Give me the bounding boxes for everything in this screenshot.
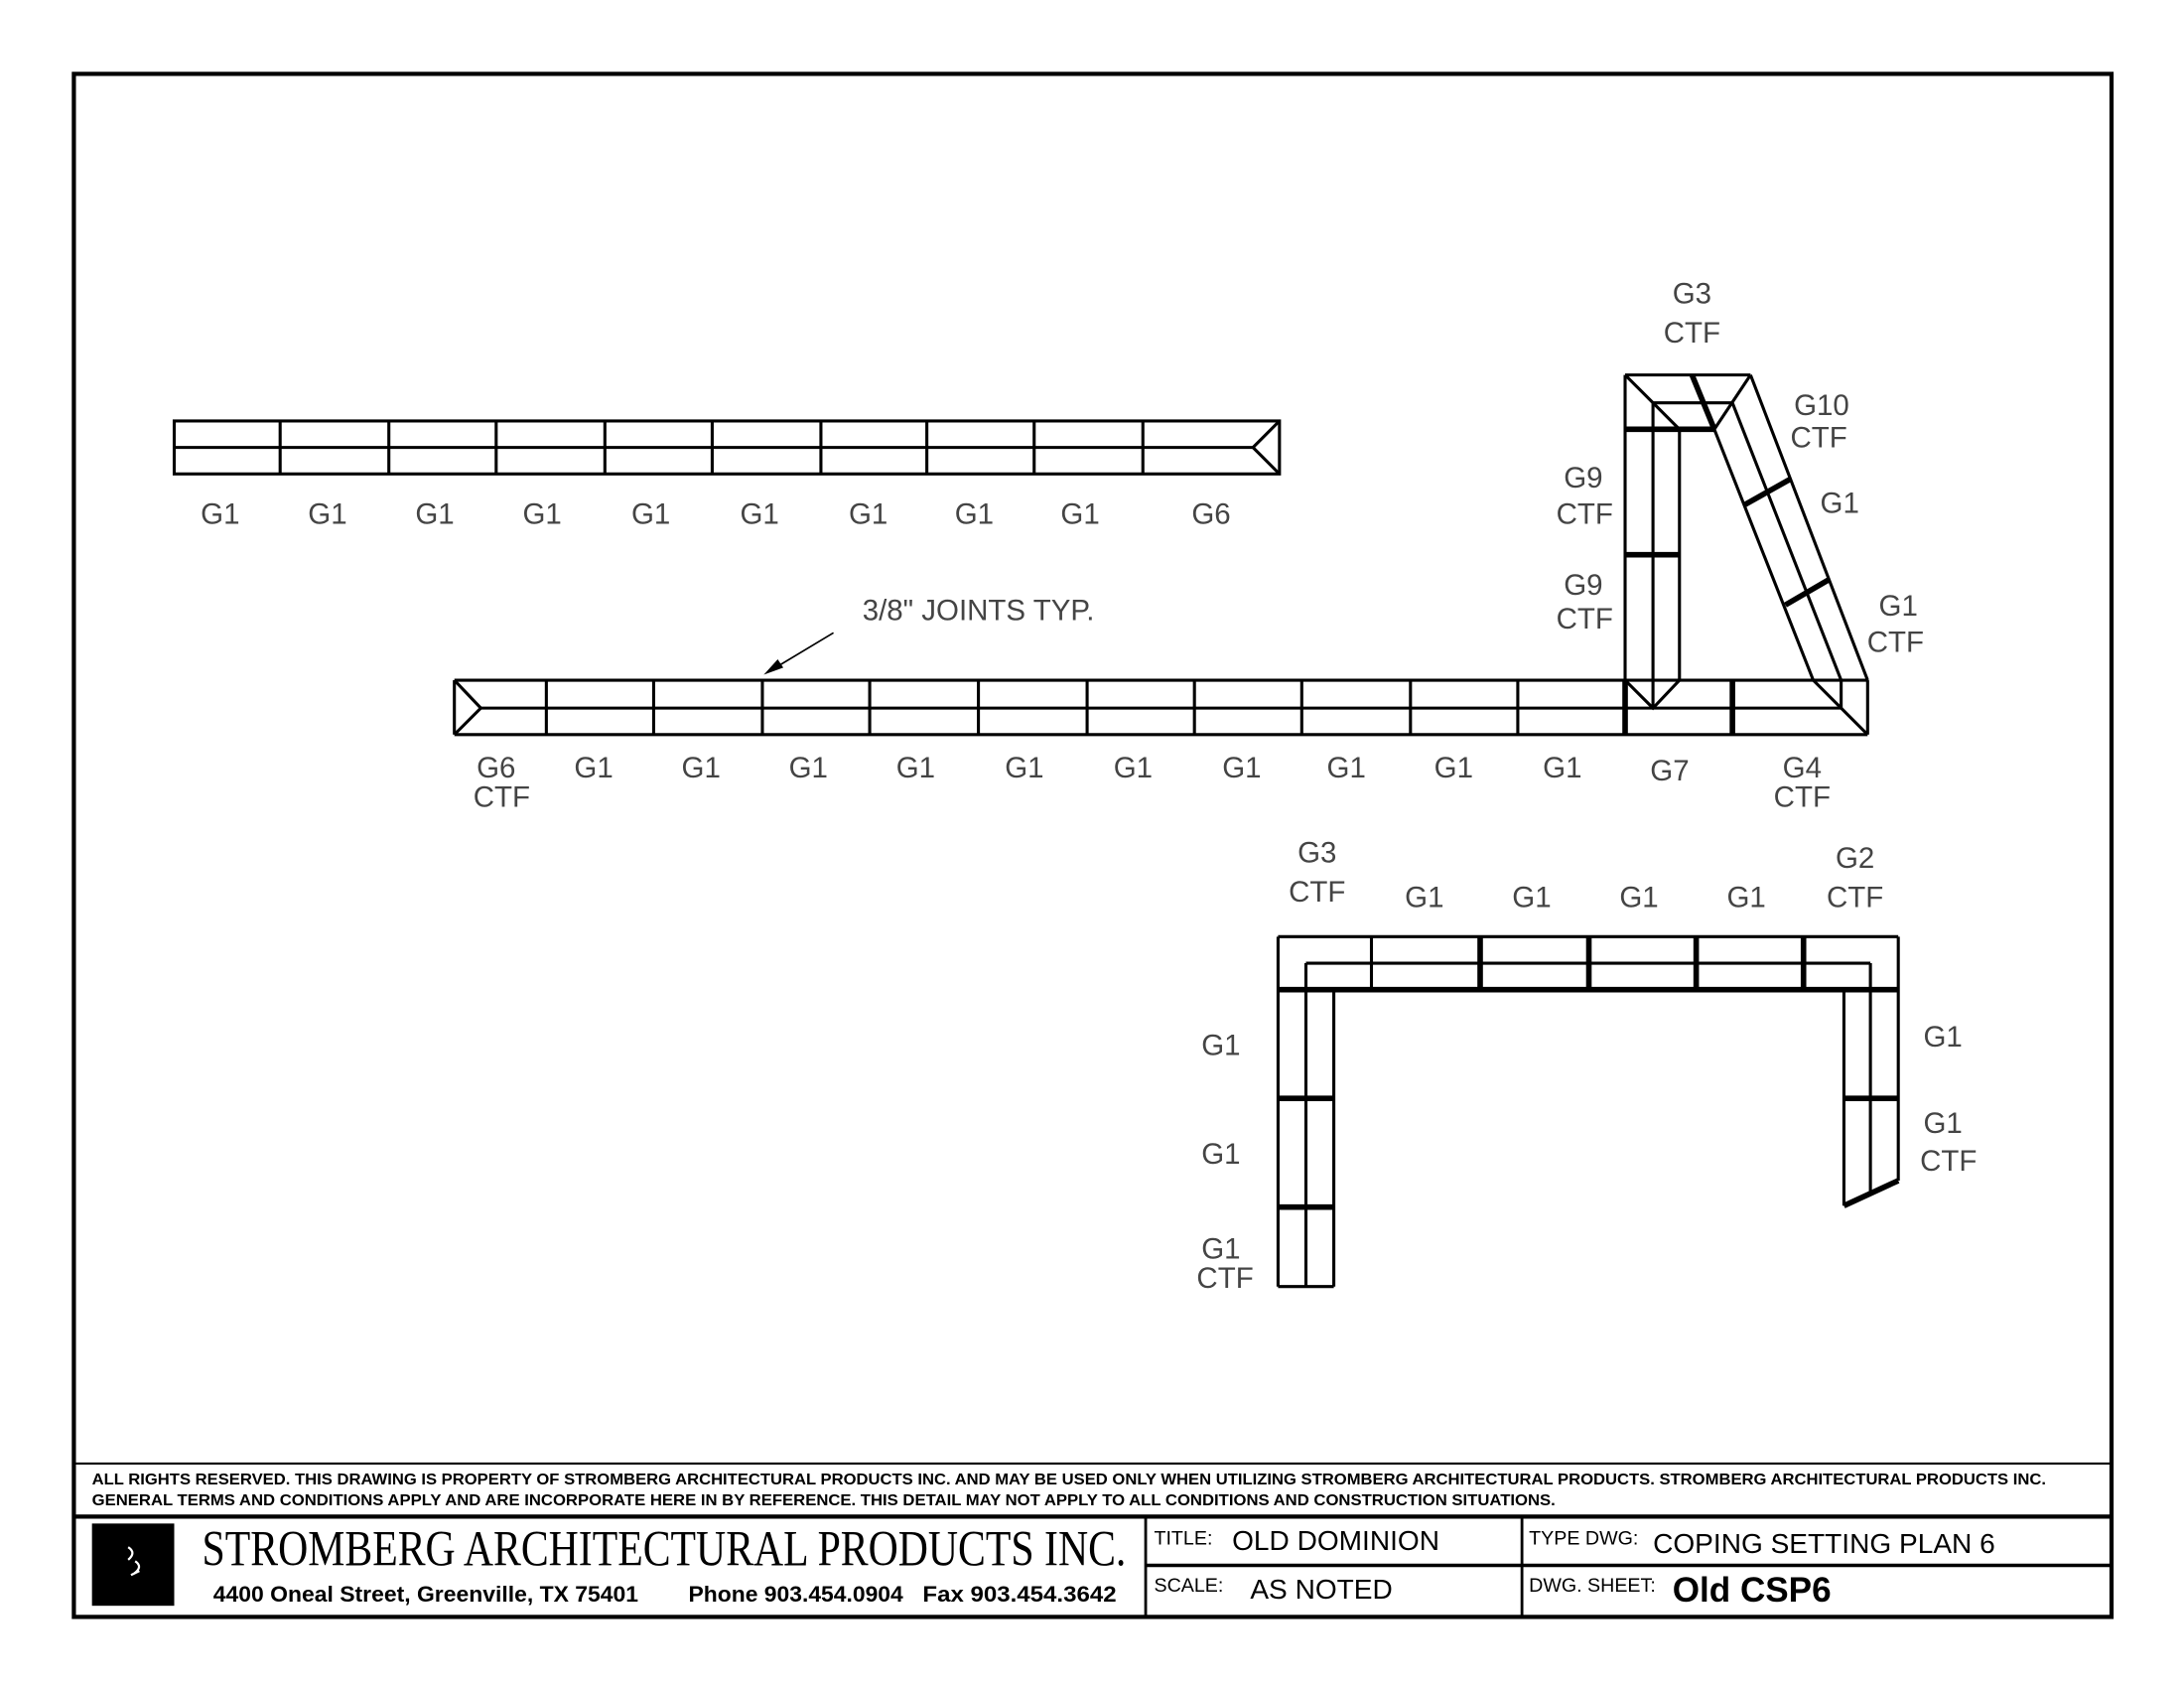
piece-label: G7 — [1650, 755, 1689, 787]
piece-label: CTF — [1289, 876, 1345, 909]
piece-label: G1 — [1201, 1232, 1240, 1265]
corner-labels: G3 CTF G10 CTF G1 G1 CTF G9 CTF G9 CTF — [1557, 278, 1924, 659]
piece-label: G1 — [1543, 752, 1581, 784]
sheet-border — [71, 71, 2115, 1619]
piece-label: CTF — [474, 780, 530, 813]
piece-label: G6 — [477, 752, 515, 784]
middle-row-labels: G6 CTF G1 G1 G1 G1 G1 G1 G1 G1 G1 G1 G7 … — [474, 752, 1831, 813]
piece-label: G1 — [1923, 1021, 1962, 1054]
piece-label: G1 — [740, 498, 778, 531]
piece-label: G1 — [1512, 882, 1551, 914]
piece-label: G1 — [1222, 752, 1261, 784]
piece-label: G1 — [201, 498, 239, 531]
piece-label: G1 — [415, 498, 454, 531]
piece-label: G3 — [1297, 837, 1336, 870]
piece-label: G2 — [1836, 842, 1874, 875]
piece-label: G1 — [1405, 882, 1443, 914]
top-row-labels: G1 G1 G1 G1 G1 G1 G1 G1 G1 G6 — [201, 498, 1231, 531]
piece-label: G1 — [1005, 752, 1043, 784]
u-shaped-coping-run — [1276, 934, 1900, 1289]
company-phone: Phone 903.454.0904 — [689, 1582, 904, 1607]
corner-return-assembly — [1623, 373, 1869, 711]
leader-arrow-icon — [763, 632, 834, 675]
type-dwg-value: COPING SETTING PLAN 6 — [1653, 1528, 1995, 1559]
piece-label: CTF — [1196, 1262, 1253, 1295]
company-address: 4400 Oneal Street, Greenville, TX 75401 — [213, 1582, 638, 1607]
piece-label: G1 — [789, 752, 828, 784]
piece-label: G1 — [1727, 882, 1766, 914]
piece-label: G10 — [1794, 389, 1849, 422]
joint-note: 3/8" JOINTS TYP. — [863, 594, 1095, 627]
type-dwg-label: TYPE DWG: — [1529, 1527, 1638, 1549]
piece-label: CTF — [1791, 421, 1847, 454]
dwg-sheet-value: Old CSP6 — [1673, 1571, 1832, 1610]
piece-label: G1 — [1201, 1138, 1240, 1171]
top-coping-run — [172, 419, 1282, 476]
company-fax: Fax 903.454.3642 — [922, 1582, 1116, 1607]
u-shape-labels: G3 CTF G1 G1 G1 G1 G2 CTF G1 G1 G1 CTF G… — [1196, 837, 1977, 1295]
piece-label: G4 — [1783, 752, 1822, 784]
piece-label: G1 — [1201, 1029, 1240, 1061]
piece-label: CTF — [1827, 882, 1883, 914]
piece-label: G1 — [631, 498, 670, 531]
piece-label: CTF — [1920, 1145, 1977, 1178]
piece-label: G1 — [1114, 752, 1153, 784]
scale-value: AS NOTED — [1250, 1574, 1392, 1605]
copyright-note-line-2: GENERAL TERMS AND CONDITIONS APPLY AND A… — [92, 1492, 1556, 1509]
copyright-note-line-1: ALL RIGHTS RESERVED. THIS DRAWING IS PRO… — [92, 1472, 2046, 1488]
piece-label: G9 — [1564, 462, 1602, 494]
piece-label: G1 — [955, 498, 994, 531]
piece-label: G1 — [1879, 590, 1918, 623]
piece-label: G1 — [522, 498, 561, 531]
piece-label: G1 — [574, 752, 613, 784]
piece-label: G6 — [1191, 498, 1230, 531]
company-name: STROMBERG ARCHITECTURAL PRODUCTS INC. — [203, 1520, 1127, 1576]
piece-label: CTF — [1774, 780, 1831, 813]
piece-label: G1 — [1923, 1107, 1962, 1140]
dwg-sheet-label: DWG. SHEET: — [1529, 1575, 1656, 1597]
piece-label: G1 — [1619, 882, 1658, 914]
piece-label: G1 — [896, 752, 935, 784]
company-logo — [91, 1523, 175, 1607]
piece-label: G1 — [849, 498, 887, 531]
piece-label: CTF — [1557, 498, 1613, 531]
piece-label: G3 — [1673, 278, 1711, 311]
piece-label: G1 — [1060, 498, 1099, 531]
piece-label: G1 — [308, 498, 346, 531]
piece-label: G1 — [1327, 752, 1366, 784]
piece-label: G9 — [1564, 569, 1602, 602]
title-label: TITLE: — [1154, 1527, 1212, 1549]
middle-coping-run — [453, 678, 1869, 737]
title-value: OLD DOMINION — [1232, 1525, 1439, 1556]
piece-label: CTF — [1664, 317, 1720, 350]
piece-label: CTF — [1867, 627, 1924, 659]
piece-label: G1 — [682, 752, 721, 784]
piece-label: G1 — [1821, 487, 1859, 519]
scale-label: SCALE: — [1154, 1575, 1223, 1597]
piece-label: CTF — [1557, 603, 1613, 635]
piece-label: G1 — [1434, 752, 1473, 784]
